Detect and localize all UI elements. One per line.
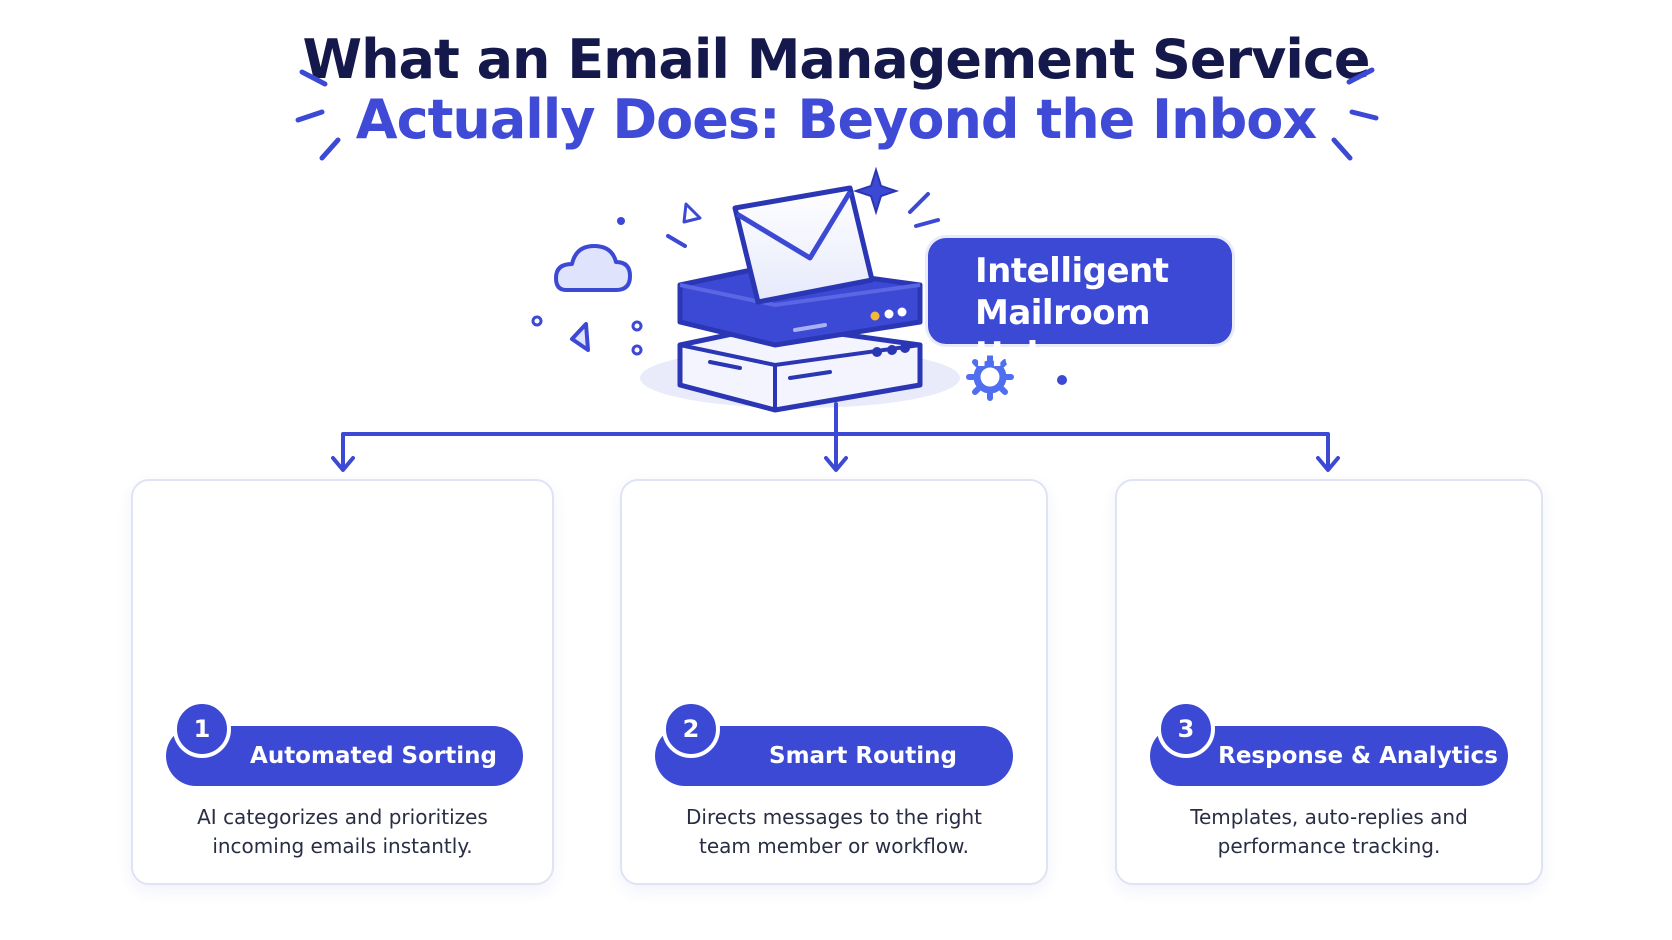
step-card-automated-sorting: Automated Sorting 1 AI categorizes and p… [131,479,554,885]
step-description-line2: performance tracking. [1217,834,1441,858]
step-description: Templates, auto-replies and performance … [1117,803,1541,861]
hub-label-line1: Intelligent [975,251,1169,291]
step-description: AI categorizes and prioritizes incoming … [133,803,552,861]
step-card-smart-routing: Smart Routing 2 Directs messages to the … [620,479,1048,885]
server-stack-icon [677,262,923,413]
step-number-badge: 1 [173,700,231,758]
step-card-response-analytics: Response & Analytics 3 Templates, auto-r… [1115,479,1543,885]
step-description-line1: AI categorizes and prioritizes [197,805,488,829]
cloud-icon [554,244,632,292]
title-burst-right-icon [1331,67,1379,161]
step-description: Directs messages to the right team membe… [622,803,1046,861]
confetti-decor [531,202,1067,385]
hub-label-line2: Mailroom Hub [975,293,1151,375]
envelope-icon [732,185,875,305]
step-number-badge: 2 [662,700,720,758]
page-title-line1: What an Email Management Service [302,28,1371,91]
page-title-line2: Actually Does: Beyond the Inbox [355,88,1317,151]
hub-label: Intelligent Mailroom Hub [928,238,1232,375]
step-description-line2: team member or workflow. [698,834,970,858]
step-number-badge: 3 [1157,700,1215,758]
step-description-line1: Directs messages to the right [686,805,982,829]
connector-lines [331,402,1340,472]
step-description-line1: Templates, auto-replies and [1190,805,1468,829]
title-burst-left-icon [295,69,341,161]
gear-icon [966,353,1014,401]
step-description-line2: incoming emails instantly. [212,834,473,858]
sparkle-icon [852,166,940,228]
